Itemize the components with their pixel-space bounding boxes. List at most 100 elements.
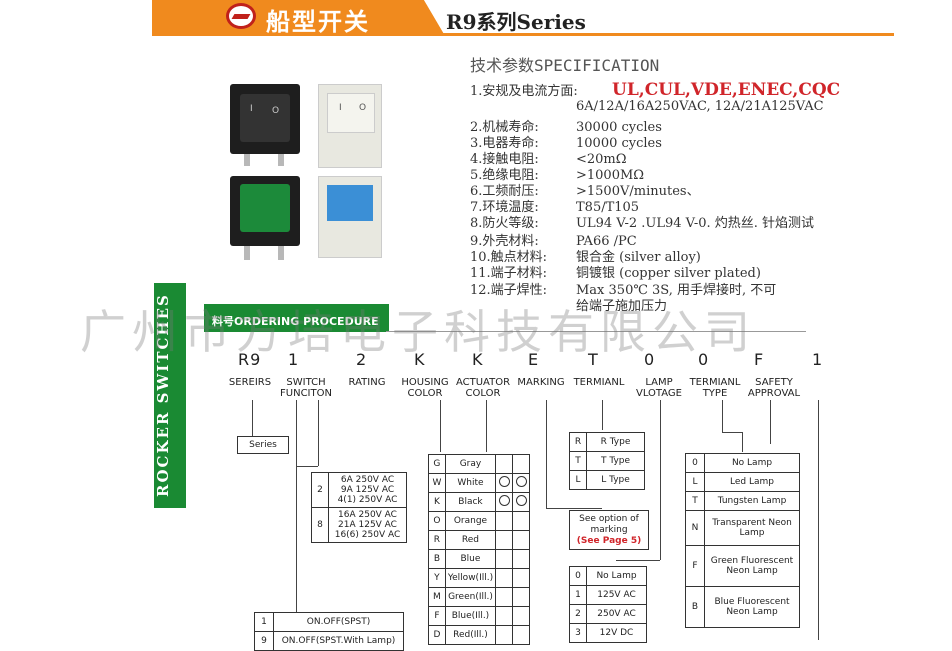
housing-option	[495, 549, 514, 569]
connector-line	[660, 400, 661, 560]
column-heading: ACTUATOR COLOR	[455, 377, 511, 399]
connector-line	[742, 432, 743, 452]
connector-line	[486, 400, 487, 452]
rocker-mark-off: O	[359, 103, 367, 113]
color-name: Blue	[444, 549, 497, 569]
connector-line	[770, 400, 771, 444]
color-code: B	[428, 549, 446, 569]
function-name: ON.OFF(SPST)	[273, 612, 404, 632]
spec-row: 6A/12A/16A250VAC, 12A/21A125VAC	[470, 99, 824, 114]
terminal-name: T Type	[586, 451, 645, 471]
voltage-name: 250V AC	[586, 604, 647, 624]
rating-line: 4(1) 250V AC	[337, 495, 398, 505]
spec-row: 1.安规及电流方面:UL,CUL,VDE,ENEC,CQC	[470, 80, 840, 100]
connector-line	[318, 400, 319, 466]
rating-line: 9A 125V AC	[340, 485, 395, 495]
option-circle-icon	[498, 495, 510, 506]
spec-title: 技术参数SPECIFICATION	[470, 56, 660, 75]
connector-line	[296, 466, 318, 467]
connector-line	[722, 400, 723, 432]
color-name: Gray	[444, 454, 497, 474]
voltage-code: 3	[569, 623, 587, 643]
spec-row: 9.外壳材料:PA66 /PC	[470, 230, 637, 249]
color-name: Blue(Ill.)	[444, 606, 497, 626]
actuator-option	[512, 473, 530, 493]
color-name: Red	[444, 530, 497, 550]
brand-logo-icon	[226, 3, 256, 29]
connector-line	[616, 560, 660, 561]
spec-label: 3.电器寿命:	[470, 136, 539, 151]
column-heading: SEREIRS	[228, 377, 272, 388]
rating-code: 8	[311, 507, 329, 543]
spec-value: 铜镀银 (copper silver plated)	[576, 266, 761, 281]
color-name: Orange	[444, 511, 497, 531]
spec-value: 6A/12A/16A250VAC, 12A/21A125VAC	[576, 99, 824, 114]
code-letter: 1	[288, 350, 300, 369]
spec-value: <20mΩ	[576, 152, 627, 167]
connector-line	[546, 508, 602, 509]
column-heading: TERMIANL TYPE	[689, 377, 741, 399]
spec-value: 给端子施加压力	[576, 299, 668, 314]
column-heading: RATING	[348, 377, 386, 388]
column-heading: HOUSING COLOR	[401, 377, 449, 399]
header-underline	[152, 33, 894, 36]
actuator-option	[512, 454, 530, 474]
spec-label: 5.绝缘电阻:	[470, 168, 539, 183]
terminal-pin	[244, 246, 250, 260]
terminal-name: R Type	[586, 432, 645, 452]
column-heading: SWITCH FUNCITON	[280, 377, 332, 399]
rating-line: 21A 125V AC	[338, 520, 397, 530]
spec-label: 4.接触电阻:	[470, 152, 539, 167]
series-title: R9系列Series	[446, 10, 586, 34]
header-divider	[404, 0, 444, 34]
lamp-code: N	[685, 510, 705, 546]
connector-line	[818, 400, 819, 640]
spec-value: UL94 V-2 .UL94 V-0. 灼热丝. 针焰测试	[576, 216, 815, 231]
voltage-name: 12V DC	[586, 623, 647, 643]
voltage-code: 1	[569, 585, 587, 605]
switch-green-lit-photo	[230, 176, 300, 246]
code-letter: 0	[698, 350, 710, 369]
actuator-option	[512, 587, 530, 607]
spec-value: Max 350℃ 3S, 用手焊接时, 不可	[576, 283, 777, 298]
rocker-mark-off: O	[272, 106, 280, 116]
color-name: Black	[444, 492, 497, 512]
spec-value: PA66 /PC	[576, 234, 637, 249]
color-code: F	[428, 606, 446, 626]
ordering-title: 料号ORDERING PROCEDURE	[212, 315, 379, 328]
code-letter: T	[588, 350, 599, 369]
code-letter: R9	[238, 350, 262, 369]
color-code: K	[428, 492, 446, 512]
connector-line	[252, 400, 253, 436]
voltage-code: 2	[569, 604, 587, 624]
terminal-code: T	[569, 451, 587, 471]
lamp-name: Green Fluorescent Neon Lamp	[704, 545, 800, 587]
company-watermark: 广州市方培电子科技有限公司	[80, 305, 756, 359]
marking-note: (See Page 5)	[576, 536, 642, 546]
rating-line: 16A 250V AC	[338, 510, 397, 520]
housing-option	[495, 454, 514, 474]
side-category-bar	[154, 283, 186, 508]
spec-row: 给端子施加压力	[470, 295, 667, 314]
lamp-code: T	[685, 491, 705, 511]
housing-option	[495, 625, 514, 645]
function-code: 9	[254, 631, 274, 651]
ordering-divider	[386, 331, 806, 332]
function-code: 1	[254, 612, 274, 632]
housing-option	[495, 530, 514, 550]
lamp-code: L	[685, 472, 705, 492]
function-name: ON.OFF(SPST.With Lamp)	[273, 631, 404, 651]
rocker-mark-on: I	[339, 103, 342, 113]
spec-label: 11.端子材料:	[470, 266, 548, 281]
page-title: 船型开关	[266, 7, 370, 36]
terminal-pin	[244, 154, 250, 166]
